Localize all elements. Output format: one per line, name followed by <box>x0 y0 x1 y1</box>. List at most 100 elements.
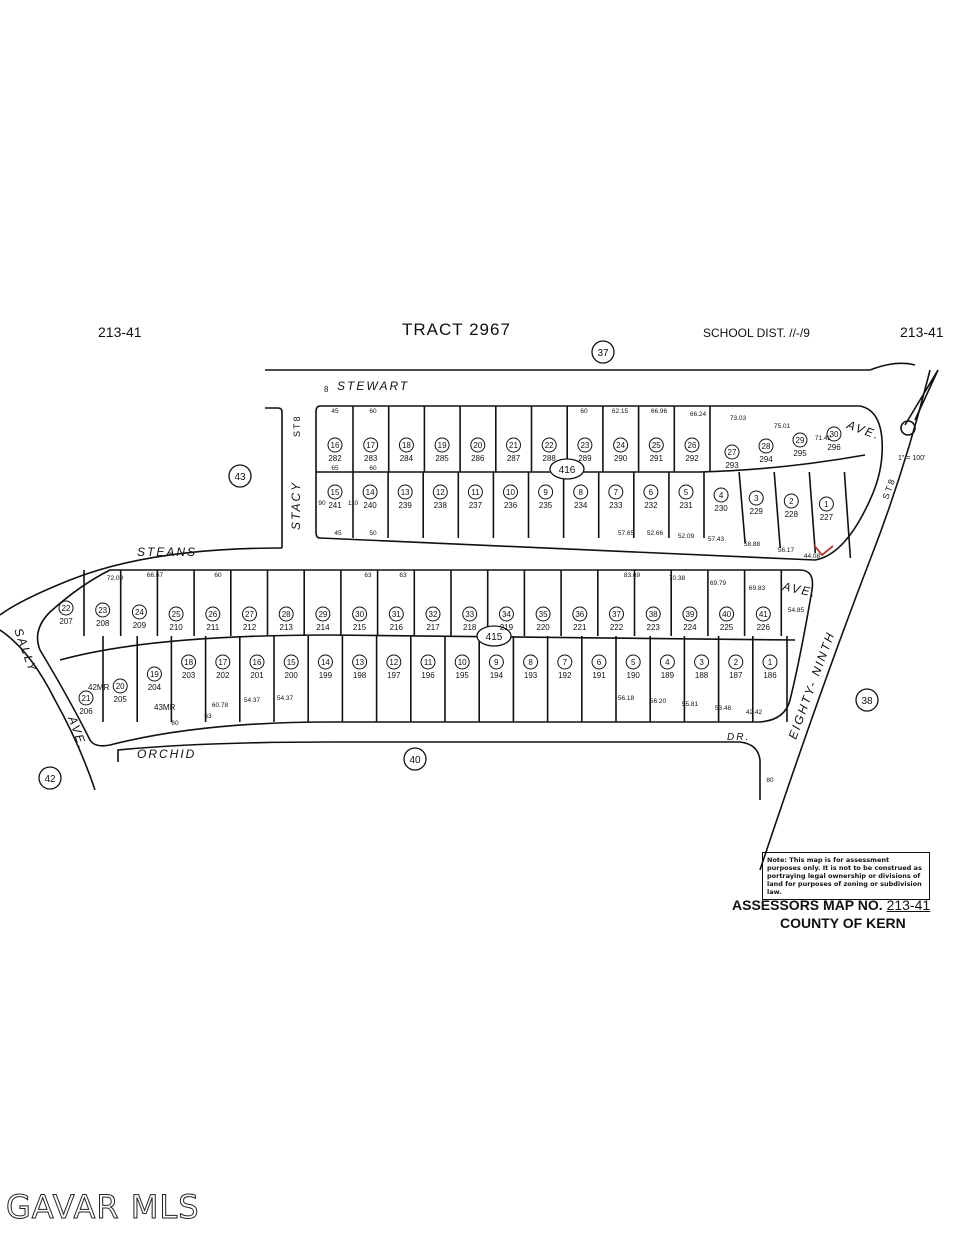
block1-bottom-lot-number: 8 <box>578 488 583 497</box>
svg-text:73.03: 73.03 <box>730 415 747 422</box>
street-stewart-ave: AVE. <box>844 417 882 442</box>
block2-bottom-parcel-number: 191 <box>592 671 606 680</box>
block1-bottom-parcel-number: 229 <box>750 507 764 516</box>
svg-text:71.42: 71.42 <box>815 435 832 442</box>
svg-text:52.66: 52.66 <box>647 530 664 537</box>
block2-bottom-parcel-number: 195 <box>456 671 470 680</box>
block2-top-lot-number: 40 <box>722 610 731 619</box>
block1-bottom-lot-number: 6 <box>649 488 654 497</box>
block1-bottom-parcel-number: 228 <box>785 510 799 519</box>
book-415: 415 <box>486 632 503 643</box>
svg-text:54.37: 54.37 <box>277 695 294 702</box>
svg-text:63: 63 <box>399 572 407 579</box>
block1-east-parcel-number: 295 <box>793 449 807 458</box>
block1-east-parcel-number: 293 <box>725 461 739 470</box>
svg-text:60: 60 <box>369 465 377 472</box>
block1-bottom-parcel-number: 227 <box>820 513 834 522</box>
map-number-left: 213-41 <box>98 324 142 340</box>
svg-text:60.78: 60.78 <box>212 702 229 709</box>
block2-bottom-parcel-number: 188 <box>695 671 709 680</box>
assessor-map-label: ASSESSORS MAP NO. 213-41 <box>732 897 930 913</box>
svg-text:90: 90 <box>318 500 326 507</box>
block2-top-lot-number: 22 <box>62 604 71 613</box>
svg-text:45: 45 <box>331 408 339 415</box>
block2-top-lot-number: 29 <box>318 610 327 619</box>
block1-bottom-parcel-number: 238 <box>434 501 448 510</box>
block1-bottom-lot-number: 2 <box>789 497 794 506</box>
block2-top-lot-number: 35 <box>539 610 548 619</box>
block2-bottom-lot-circle <box>659 654 675 670</box>
block2-top-lot-number: 32 <box>429 610 438 619</box>
svg-text:52.09: 52.09 <box>678 533 695 540</box>
svg-text:80: 80 <box>766 777 774 784</box>
block2-bottom-lot-number: 11 <box>424 658 433 667</box>
block2-bottom-parcel-number: 192 <box>558 671 572 680</box>
marker-42: 42 <box>44 774 56 785</box>
block2-bottom-parcel-number: 190 <box>627 671 641 680</box>
block2-bottom-parcel-number: 204 <box>148 683 162 692</box>
svg-text:57.65: 57.65 <box>618 530 635 537</box>
block1-bottom-parcel-number: 232 <box>644 501 658 510</box>
block2-top-lot-circle <box>131 604 147 620</box>
block2-top-parcel-number: 213 <box>280 623 294 632</box>
block2-bottom-parcel-number: 206 <box>79 707 93 716</box>
block2-bottom-lot-number: 2 <box>734 658 739 667</box>
stewart-prefix: 8 <box>324 385 330 394</box>
block2-top-parcel-number: 215 <box>353 623 367 632</box>
lot-line <box>738 471 746 544</box>
block1-bottom-parcel-number: 233 <box>609 501 623 510</box>
svg-text:54.85: 54.85 <box>788 607 805 614</box>
north-arrow <box>904 369 939 426</box>
county-label: COUNTY OF KERN <box>780 915 906 931</box>
lot-43-mr: 43MR <box>154 703 176 712</box>
block1-bottom-lot-circle <box>503 484 518 500</box>
svg-text:45: 45 <box>334 530 342 537</box>
block1-top-lot-circle <box>398 437 414 453</box>
block1-bottom-lot-circle <box>678 484 694 500</box>
block2-bottom-lot-circle <box>146 666 162 682</box>
block2-bottom-lot-circle <box>488 654 504 670</box>
stewart-north-line <box>265 362 916 371</box>
block1-bottom-parcel-number: 235 <box>539 501 553 510</box>
block2-bottom-lot-number: 14 <box>321 658 330 667</box>
block2-top-lot-circle <box>645 606 661 622</box>
block2-top-lot-circle <box>572 606 588 622</box>
block2-top-parcel-number: 214 <box>316 623 330 632</box>
block2-bottom-lot-circle <box>112 678 128 694</box>
block1-top-lot-circle <box>613 437 629 453</box>
block1-top-lot-circle <box>327 437 343 453</box>
block2-bottom-lot-number: 19 <box>150 670 159 679</box>
svg-text:60: 60 <box>369 408 377 415</box>
block2-top-lot-circle <box>315 606 331 622</box>
block1-bottom-lot-circle <box>327 484 343 500</box>
block1-top-lot-number: 18 <box>402 441 411 450</box>
block2-top-parcel-number: 226 <box>757 623 771 632</box>
block2-top-lot-circle <box>719 606 735 622</box>
block1-bottom-lot-number: 12 <box>436 488 445 497</box>
block1-bottom-parcel-number: 240 <box>363 501 377 510</box>
block2-top-parcel-number: 217 <box>426 623 440 632</box>
block2-bottom-lot-number: 18 <box>184 658 193 667</box>
svg-text:75.01: 75.01 <box>774 423 791 430</box>
street-orchid: ORCHID <box>137 747 196 761</box>
block2-top-lot-circle <box>205 606 221 622</box>
block1-top-lot-number: 21 <box>509 441 518 450</box>
svg-text:57.43: 57.43 <box>708 536 725 543</box>
assessment-note: Note: This map is for assessment purpose… <box>762 852 930 900</box>
block2-bottom-lot-number: 7 <box>563 658 568 667</box>
block2-bottom-lot-circle <box>762 654 778 670</box>
block2-bottom-parcel-number: 200 <box>285 671 299 680</box>
block2-bottom-lot-number: 10 <box>458 658 467 667</box>
block2-bottom-lot-circle <box>78 690 94 706</box>
street-orchid-dr: DR. <box>727 732 750 743</box>
block1-top-parcel-number: 289 <box>578 454 592 463</box>
block1-bottom-lot-number: 7 <box>614 488 619 497</box>
block1-bottom-lot-circle <box>538 484 554 500</box>
block2-top-lot-circle <box>535 606 551 622</box>
block1-top-lot-number: 19 <box>438 441 447 450</box>
block2-top-parcel-number: 212 <box>243 623 257 632</box>
block2-top-parcel-number: 218 <box>463 623 477 632</box>
tract-title: TRACT 2967 <box>402 320 511 339</box>
block2-bottom-lot-number: 5 <box>631 658 636 667</box>
